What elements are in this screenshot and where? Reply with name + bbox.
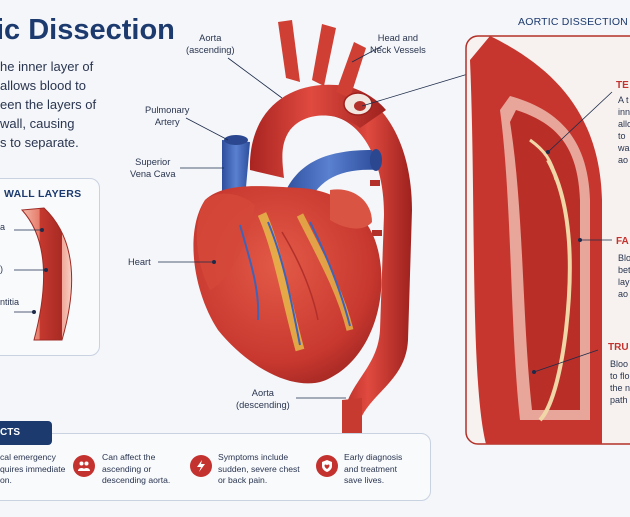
fact-line: save lives. [344, 475, 385, 485]
true-lumen-line: path [610, 395, 628, 405]
fact-line: cal emergency [0, 452, 56, 462]
intro-line: wall, causing [0, 116, 75, 131]
tear-line: inn [618, 107, 630, 117]
label-line: Vena Cava [130, 169, 176, 179]
facts-tab [0, 421, 52, 445]
false-lumen-line: Blo [618, 253, 630, 263]
label-line: Neck Vessels [370, 45, 426, 55]
fact-item-3: Symptoms include sudden, severe chest or… [218, 452, 300, 487]
shield-heart-icon [316, 455, 338, 477]
zoom-title: AORTIC DISSECTION [518, 16, 628, 28]
tear-title: TE [616, 80, 629, 91]
intro-line: s to separate. [0, 135, 79, 150]
fact-line: quires immediate [0, 463, 66, 474]
wall-layers-strip [14, 207, 73, 341]
fact-item-4: Early diagnosis and treatment save lives… [344, 452, 402, 487]
intro-line: allows blood to [0, 78, 86, 93]
page-title: ic Dissection [0, 14, 175, 46]
wall-layer-label-media: ) [0, 264, 3, 274]
wall-layer-label-adventitia: ntitia [0, 297, 20, 307]
false-lumen-line: ao [618, 289, 629, 299]
intro-line: een the layers of [0, 97, 97, 112]
fact-line: Can affect the [102, 452, 156, 462]
fact-line: Early diagnosis [344, 452, 403, 462]
label-head-neck-vessels: Head and Neck Vessels [370, 32, 426, 56]
zoom-aorta [470, 36, 613, 444]
false-lumen-title: FA [616, 236, 629, 247]
lightning-icon [190, 455, 212, 477]
fact-item-1: cal emergency quires immediate on. [0, 452, 65, 487]
label-superior-vena-cava: Superior Vena Cava [130, 156, 176, 180]
true-lumen-title: TRU [608, 342, 629, 353]
wall-layer-label-intima: a [0, 222, 6, 232]
true-lumen-text: Bloo to flo the n path [610, 358, 630, 406]
tear-line: A t [618, 95, 629, 105]
aortic-arch [249, 20, 386, 178]
fact-item-2: Can affect the ascending or descending a… [102, 452, 170, 487]
fact-line: sudden, severe chest [218, 463, 300, 474]
fact-line: ascending or [102, 463, 152, 474]
label-aorta-descending: Aorta (descending) [236, 387, 290, 411]
tear-line: wal [618, 143, 630, 153]
tear-line: to [618, 131, 626, 141]
true-lumen-line: the n [610, 383, 630, 393]
fact-line: Symptoms include [218, 452, 289, 462]
fact-line: and treatment [344, 463, 398, 474]
fact-line: or back pain. [218, 475, 268, 485]
descending-aorta [332, 88, 412, 433]
label-heart: Heart [128, 257, 151, 267]
people-icon [73, 455, 95, 477]
true-lumen-line: Bloo [610, 359, 629, 369]
label-aorta-ascending: Aorta (ascending) [186, 32, 235, 56]
label-line: Pulmonary [145, 105, 190, 115]
label-pulmonary-artery: Pulmonary Artery [145, 104, 189, 128]
label-line: (descending) [236, 400, 290, 410]
facts-tab-label: CTS [0, 427, 20, 438]
label-line: Aorta [199, 33, 222, 43]
leader-lines [158, 45, 469, 399]
false-lumen-line: bet [618, 265, 630, 275]
true-lumen-line: to flo [610, 371, 630, 381]
false-lumen-text: Blo bet lay ao [618, 252, 630, 300]
label-line: Head and [377, 33, 419, 43]
intro-line: he inner layer of [0, 59, 94, 74]
heart [193, 186, 382, 384]
fact-line: on. [0, 475, 12, 485]
intro-text: he inner layer of allows blood to een th… [0, 57, 128, 152]
label-line: (ascending) [186, 45, 235, 55]
tear-line: allo [618, 119, 630, 129]
false-lumen-line: lay [618, 277, 630, 287]
tear-text: A t inn allo to wal ao [618, 94, 630, 166]
label-line: Artery [154, 117, 180, 127]
label-line: Superior [135, 157, 171, 167]
wall-layers-title: WALL LAYERS [4, 188, 82, 200]
fact-line: descending aorta. [102, 475, 171, 485]
facts-panel [0, 433, 431, 501]
tear-line: ao [618, 155, 629, 165]
label-line: Aorta [251, 388, 274, 398]
